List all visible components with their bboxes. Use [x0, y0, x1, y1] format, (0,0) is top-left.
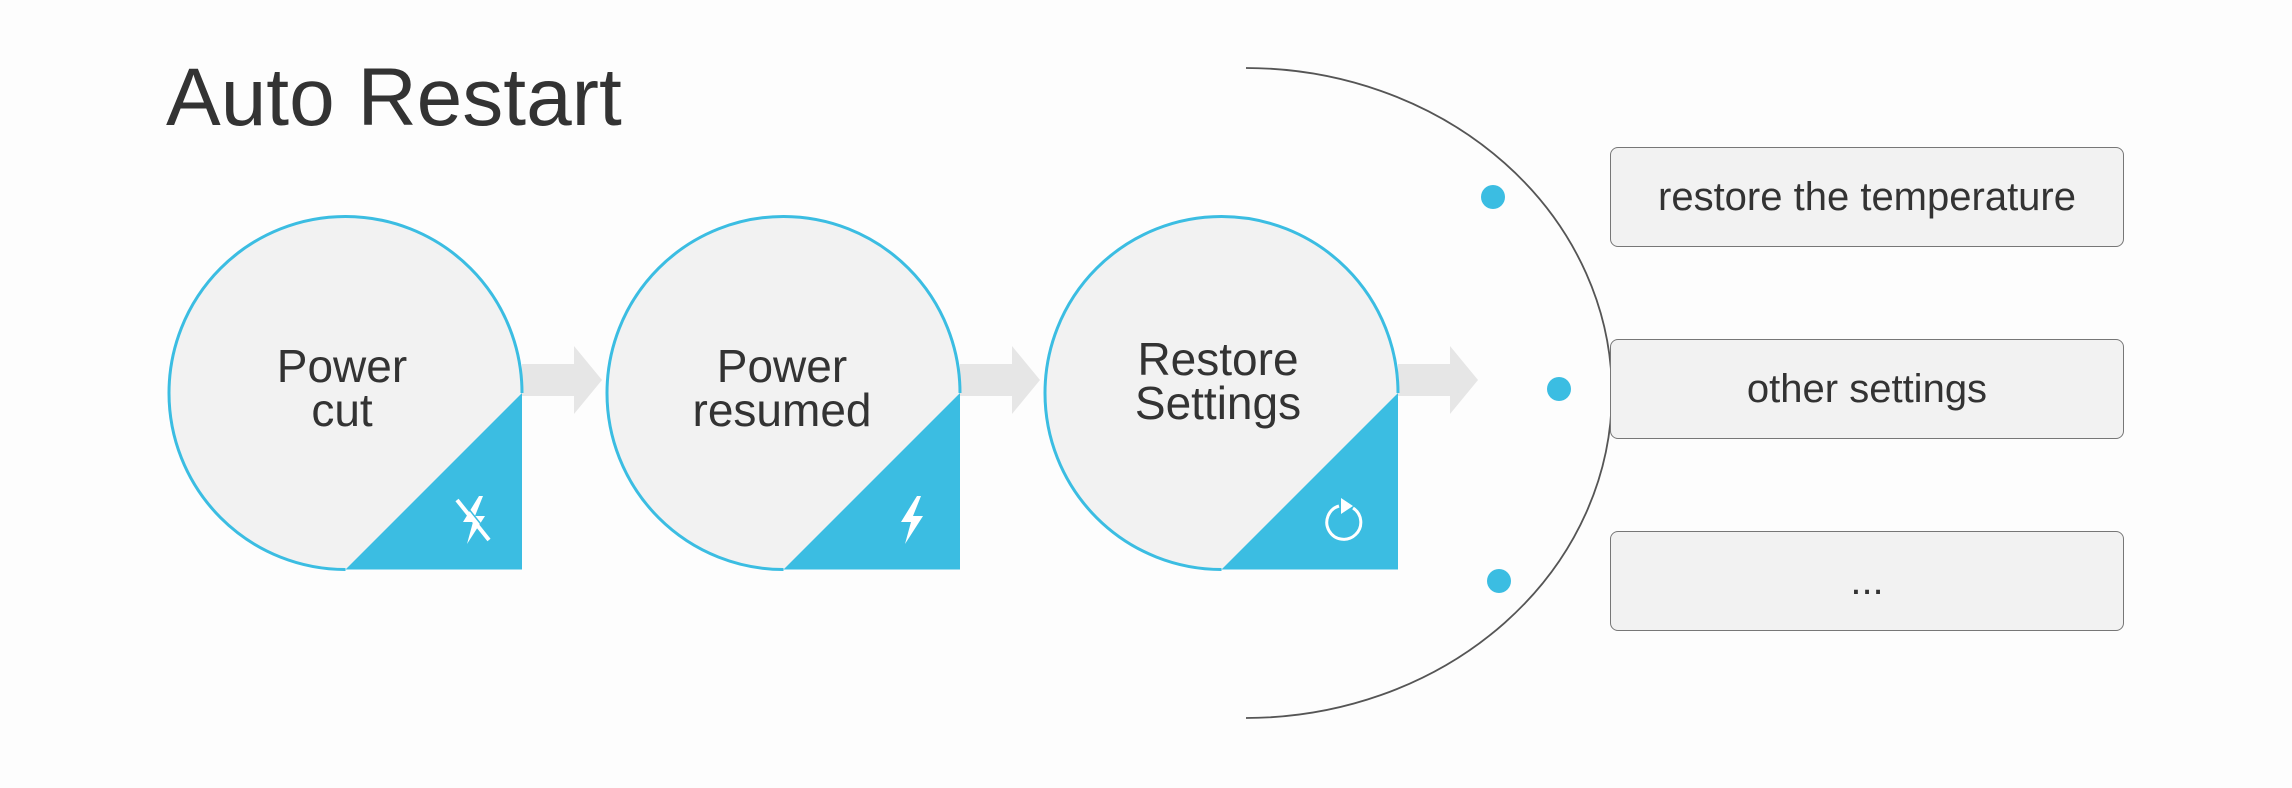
option-box-other-settings: other settings — [1610, 339, 2124, 439]
step-corner — [1221, 393, 1398, 570]
step-label-line: Power — [716, 340, 848, 392]
step-circle — [167, 215, 524, 571]
option-label: ... — [1850, 558, 1884, 603]
step-power-cut — [167, 215, 524, 571]
step-circle — [605, 215, 962, 571]
step-label-line: cut — [311, 384, 373, 436]
arrow-connector — [1398, 346, 1478, 414]
step-label-line: resumed — [692, 384, 872, 436]
step-circle — [1043, 215, 1400, 571]
refresh-icon — [1325, 498, 1363, 541]
step-label: Power resumed — [632, 340, 932, 436]
step-restore-settings — [1043, 215, 1400, 571]
arrow-connector — [522, 346, 602, 414]
step-label-line: Restore — [1137, 333, 1299, 385]
step-label-line: Power — [276, 340, 408, 392]
option-box-temperature: restore the temperature — [1610, 147, 2124, 247]
option-box-more: ... — [1610, 531, 2124, 631]
arrow-connector — [960, 346, 1040, 414]
step-label: Power cut — [192, 340, 492, 436]
page-title: Auto Restart — [166, 52, 622, 143]
step-label-line: Settings — [1134, 377, 1302, 429]
step-label: Restore Settings — [1068, 333, 1368, 429]
option-label: other settings — [1746, 366, 1988, 411]
option-label: restore the temperature — [1658, 174, 2076, 219]
lightning-icon — [901, 496, 923, 544]
power-off-icon — [455, 496, 493, 544]
connector-dot — [1481, 185, 1505, 209]
connector-dot — [1547, 377, 1571, 401]
step-power-resumed — [605, 215, 962, 571]
connector-dot — [1487, 569, 1511, 593]
